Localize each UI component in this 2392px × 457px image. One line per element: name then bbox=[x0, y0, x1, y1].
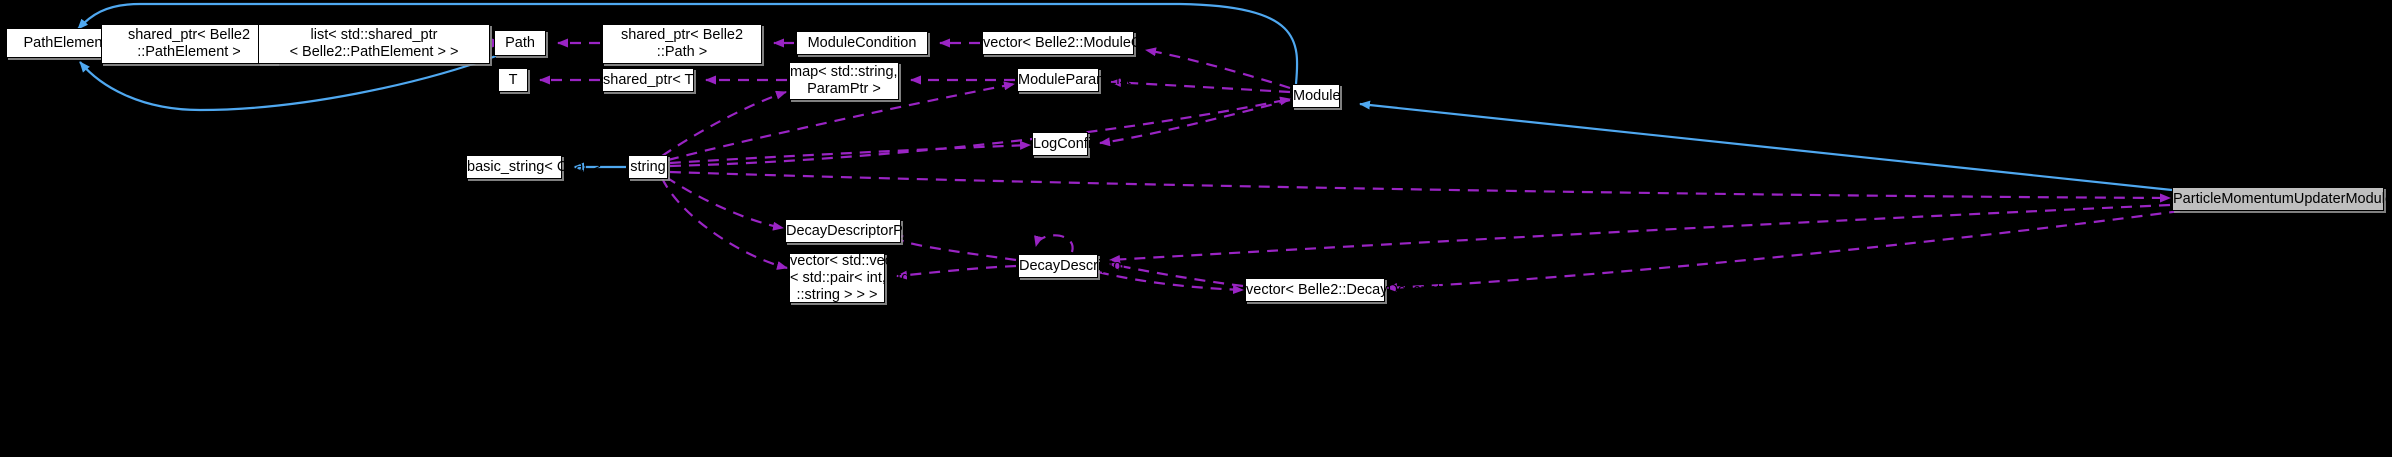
node-label-module-param-list: ModuleParamList bbox=[1018, 71, 1131, 88]
node-t[interactable]: T bbox=[498, 68, 528, 92]
node-label-string: string bbox=[630, 158, 666, 175]
node-label-log-config: LogConfig bbox=[1033, 135, 1100, 152]
node-label-basic-string-char: basic_string< Char > bbox=[467, 158, 601, 175]
node-label-module: Module bbox=[1293, 87, 1341, 104]
node-vector-module-condition[interactable]: vector< Belle2::ModuleCondition > bbox=[982, 31, 1205, 55]
node-label-map-string-moduleparamptr: map< std::string, Module ParamPtr > bbox=[790, 64, 950, 97]
node-map-string-moduleparamptr[interactable]: map< std::string, Module ParamPtr > bbox=[789, 62, 950, 100]
node-module-condition[interactable]: ModuleCondition bbox=[796, 31, 928, 55]
node-label-list-shared-ptr: list< std::shared_ptr < Belle2::PathElem… bbox=[289, 27, 459, 60]
node-shared-ptr-t[interactable]: shared_ptr< T > bbox=[602, 68, 706, 92]
node-decay-descriptor[interactable]: DecayDescriptor bbox=[1018, 254, 1127, 278]
node-log-config[interactable]: LogConfig bbox=[1032, 132, 1100, 156]
node-path[interactable]: Path bbox=[494, 30, 546, 56]
node-label-decay-descriptor: DecayDescriptor bbox=[1019, 257, 1127, 274]
node-label-module-condition: ModuleCondition bbox=[807, 34, 917, 51]
node-shared-ptr-path[interactable]: shared_ptr< Belle2 ::Path > bbox=[602, 24, 762, 64]
node-module[interactable]: Module bbox=[1292, 84, 1341, 108]
node-list-shared-ptr[interactable]: list< std::shared_ptr < Belle2::PathElem… bbox=[258, 24, 490, 64]
node-string[interactable]: string bbox=[628, 155, 668, 179]
node-label-vector-vector-pair-int-string: vector< std::vector < std::pair< int, st… bbox=[790, 252, 910, 303]
node-label-vector-decay-descriptor: vector< Belle2::DecayDescriptor > bbox=[1246, 281, 1467, 298]
node-basic-string-char[interactable]: basic_string< Char > bbox=[466, 155, 601, 179]
node-label-particle-momentum-updater-module: ParticleMomentumUpdaterModule bbox=[2173, 190, 2392, 207]
node-module-param-list[interactable]: ModuleParamList bbox=[1017, 68, 1131, 92]
node-particle-momentum-updater-module[interactable]: ParticleMomentumUpdaterModule bbox=[2172, 187, 2392, 211]
node-label-vector-module-condition: vector< Belle2::ModuleCondition > bbox=[983, 34, 1205, 51]
node-vector-vector-pair-int-string[interactable]: vector< std::vector < std::pair< int, st… bbox=[789, 252, 910, 303]
node-label-shared-ptr-t: shared_ptr< T > bbox=[603, 71, 706, 88]
node-decay-descriptor-particle[interactable]: DecayDescriptorParticle bbox=[785, 219, 942, 243]
node-label-decay-descriptor-particle: DecayDescriptorParticle bbox=[786, 222, 942, 239]
node-shared-ptr-path-element[interactable]: shared_ptr< Belle2 ::PathElement > bbox=[101, 24, 277, 64]
node-label-path-element: PathElement bbox=[23, 34, 107, 51]
node-label-path: Path bbox=[505, 34, 535, 51]
node-label-shared-ptr-path-element: shared_ptr< Belle2 ::PathElement > bbox=[127, 27, 251, 60]
node-label-shared-ptr-path: shared_ptr< Belle2 ::Path > bbox=[620, 27, 744, 60]
node-label-t: T bbox=[508, 71, 518, 88]
node-vector-decay-descriptor[interactable]: vector< Belle2::DecayDescriptor > bbox=[1245, 278, 1467, 302]
